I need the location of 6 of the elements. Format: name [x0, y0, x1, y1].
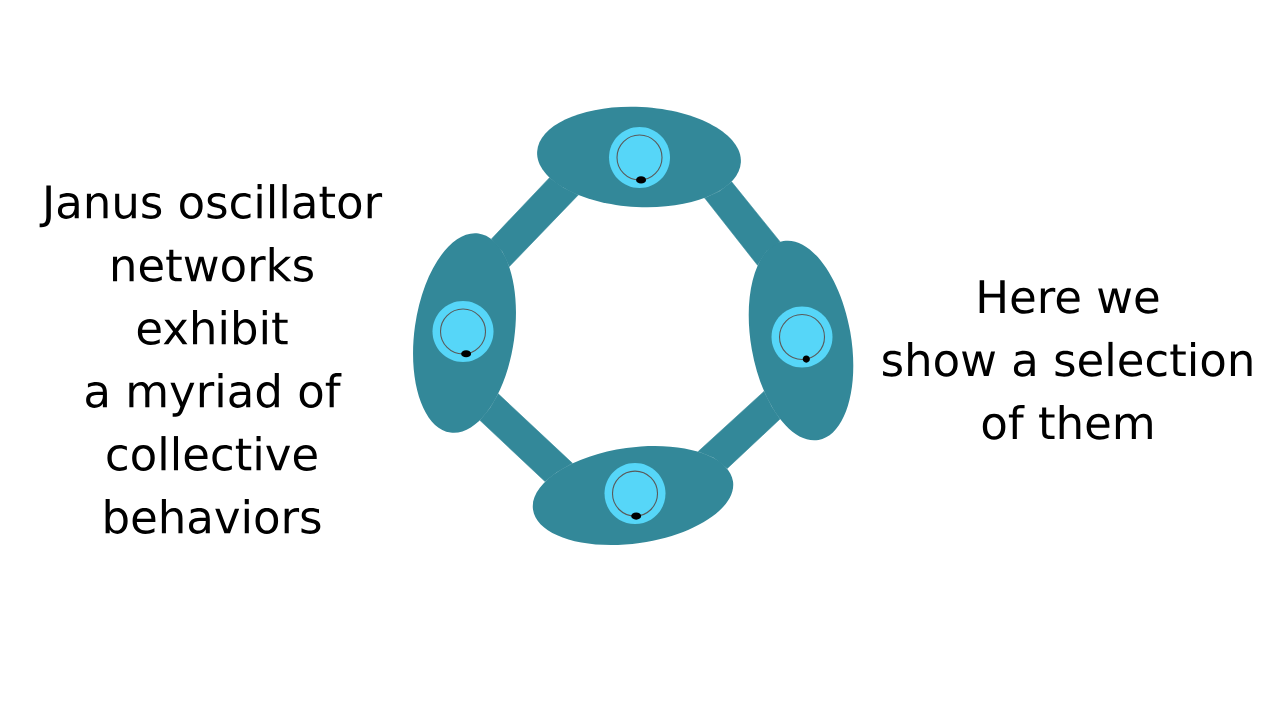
description-text: Janus oscillator networks exhibit a myriad of collective behaviors	[39, 184, 383, 534]
description-text: Here we show a selection of them	[883, 280, 1252, 440]
coupling-bar	[479, 393, 573, 482]
coupling-bar	[491, 177, 579, 267]
coupling-bar	[704, 181, 781, 266]
coupling-bar	[697, 391, 781, 469]
